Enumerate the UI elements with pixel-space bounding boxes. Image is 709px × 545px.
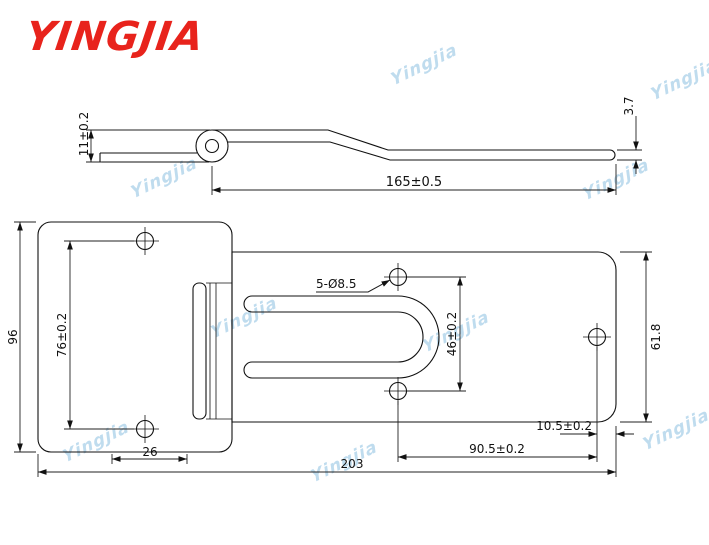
dim-strap-height: 61.8 <box>649 324 663 351</box>
dim-side-thickness: 3.7 <box>622 96 636 115</box>
plan-view <box>37 221 617 453</box>
dim-holes-callout: 5-Ø8.5 <box>316 277 357 291</box>
strap-profile <box>212 129 616 161</box>
dim-side-length: 165±0.5 <box>386 175 442 190</box>
dim-hole-edge-offset: 10.5±0.2 <box>536 419 592 433</box>
dim-plate-height: 96 <box>6 329 20 344</box>
u-slot-outline <box>243 295 440 379</box>
mounting-holes <box>131 227 611 443</box>
knuckle-pin-circle <box>204 138 220 154</box>
dim-total-length: 203 <box>341 457 364 471</box>
plan-view-dimensions: 96 76±0.2 5-Ø8.5 46±0.2 61.8 10.5±0.2 <box>6 221 663 477</box>
side-view <box>99 129 616 163</box>
dim-hole-to-end: 90.5±0.2 <box>469 442 525 456</box>
hinge-leaf-profile <box>99 152 209 163</box>
side-view-dimensions: 11±0.2 165±0.5 3.7 <box>77 96 642 195</box>
knuckle-outer-circle <box>195 129 229 163</box>
dim-plate-hole-spacing: 76±0.2 <box>55 313 69 357</box>
strap-plate-outline <box>231 251 617 423</box>
dim-strap-hole-spacing: 46±0.2 <box>445 312 459 356</box>
knuckle-plan <box>192 282 232 420</box>
dim-offset-26: 26 <box>142 445 157 459</box>
dim-side-height: 11±0.2 <box>77 112 91 156</box>
